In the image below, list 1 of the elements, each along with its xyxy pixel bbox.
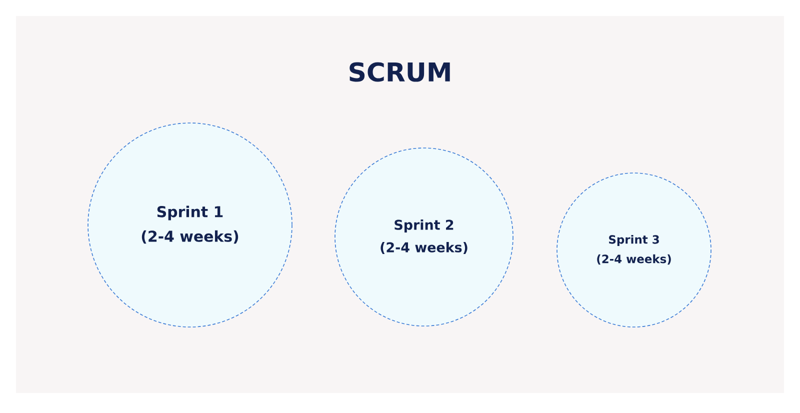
title: SCRUM — [350, 62, 450, 82]
